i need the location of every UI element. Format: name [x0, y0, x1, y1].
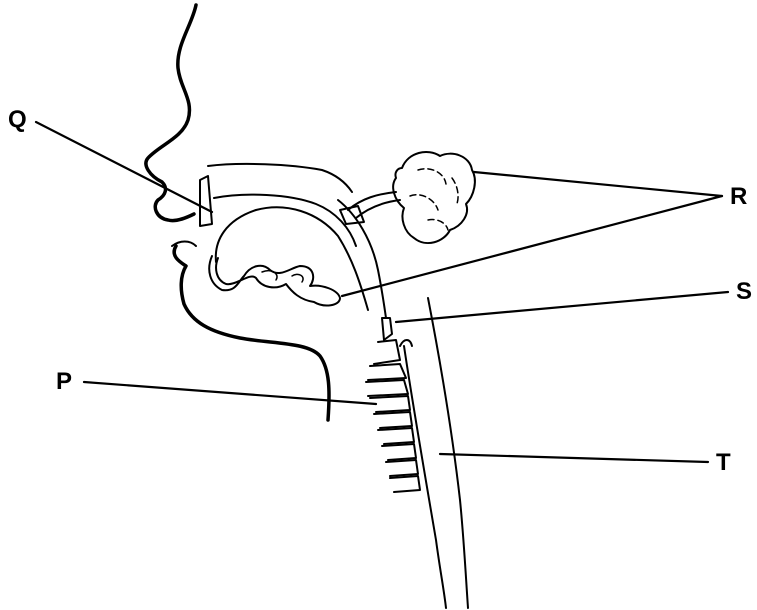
leader-line-r-lower	[342, 196, 722, 296]
leader-line-q	[36, 122, 212, 212]
face-profile-outline	[146, 5, 196, 221]
palate-outline	[208, 164, 352, 192]
parotid-gland-detail	[410, 169, 458, 230]
leader-line-r-upper	[474, 172, 722, 196]
epiglottis	[400, 340, 412, 346]
esophagus-back-wall	[428, 298, 468, 608]
parotid-gland	[393, 152, 475, 243]
incisor-tooth	[200, 176, 212, 226]
label-q: Q	[8, 108, 27, 132]
label-p: P	[56, 370, 72, 394]
leader-line-p	[84, 382, 376, 404]
label-r: R	[730, 185, 747, 209]
leader-line-s	[396, 292, 728, 322]
parotid-duct	[348, 192, 400, 218]
label-t: T	[716, 451, 731, 475]
sublingual-gland	[209, 256, 340, 305]
leader-line-t	[440, 454, 708, 462]
label-s: S	[736, 280, 752, 304]
